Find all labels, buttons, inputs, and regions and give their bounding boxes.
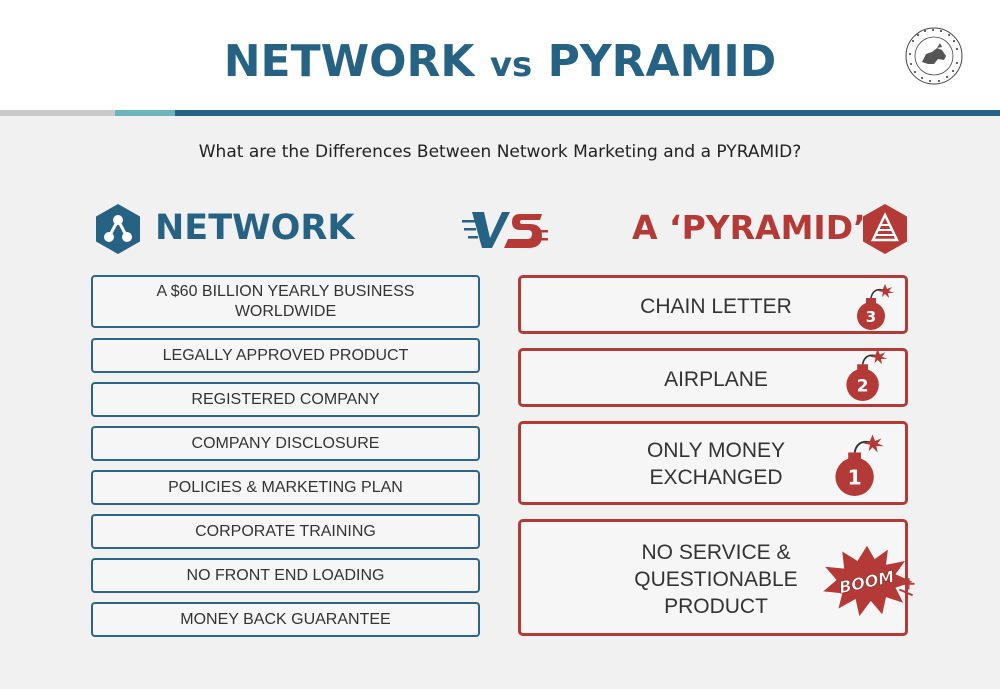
bomb-icon: 2	[846, 349, 888, 401]
header: NETWORK vs PYRAMID	[0, 0, 1000, 110]
vs-icon	[462, 212, 548, 248]
bomb-number: 3	[866, 308, 876, 326]
boom-explosion-icon: BOOM	[823, 545, 915, 617]
subtitle: What are the Differences Between Network…	[198, 142, 802, 162]
bomb-number: 1	[847, 465, 861, 489]
company-seal-logo	[905, 27, 963, 85]
network-item: CORPORATE TRAINING	[91, 514, 480, 549]
title-pyramid: PYRAMID	[547, 36, 777, 87]
network-item: POLICIES & MARKETING PLAN	[91, 470, 480, 505]
network-item: REGISTERED COMPANY	[91, 382, 480, 417]
pyramid-item-label: CHAIN LETTER	[640, 295, 792, 318]
bomb-number: 2	[857, 376, 869, 396]
header-stripe-blue	[175, 110, 1000, 116]
page-title: NETWORK vs PYRAMID	[0, 36, 1000, 87]
pyramid-icon	[863, 204, 907, 254]
pyramid-item-label: ONLY MONEY EXCHANGED	[646, 439, 786, 489]
network-heading: NETWORK	[155, 208, 355, 248]
bomb-icon: 1	[835, 434, 885, 496]
pyramid-item-label: AIRPLANE	[664, 368, 768, 391]
network-item: LEGALLY APPROVED PRODUCT	[91, 338, 480, 373]
title-network: NETWORK	[223, 36, 475, 87]
pyramid-item-chain-letter: CHAIN LETTER 3	[518, 275, 908, 334]
network-nodes-icon	[96, 204, 140, 254]
network-item: A $60 BILLION YEARLY BUSINESS WORLDWIDE	[91, 275, 480, 328]
network-item: MONEY BACK GUARANTEE	[91, 602, 480, 637]
pyramid-item-no-service: NO SERVICE & QUESTIONABLE PRODUCT BOOM	[518, 519, 915, 636]
pyramid-item-only-money: ONLY MONEY EXCHANGED 1	[518, 421, 908, 505]
header-stripe-gray	[0, 110, 115, 116]
network-item: NO FRONT END LOADING	[91, 558, 480, 593]
pyramid-item-airplane: AIRPLANE 2	[518, 348, 908, 407]
network-item: COMPANY DISCLOSURE	[91, 426, 480, 461]
pyramid-item-label: NO SERVICE & QUESTIONABLE PRODUCT	[634, 541, 798, 618]
bomb-icon: 3	[857, 284, 894, 330]
pyramid-heading: A ‘PYRAMID’	[632, 208, 866, 247]
header-stripe-teal	[115, 110, 175, 116]
title-vs: vs	[489, 45, 533, 85]
